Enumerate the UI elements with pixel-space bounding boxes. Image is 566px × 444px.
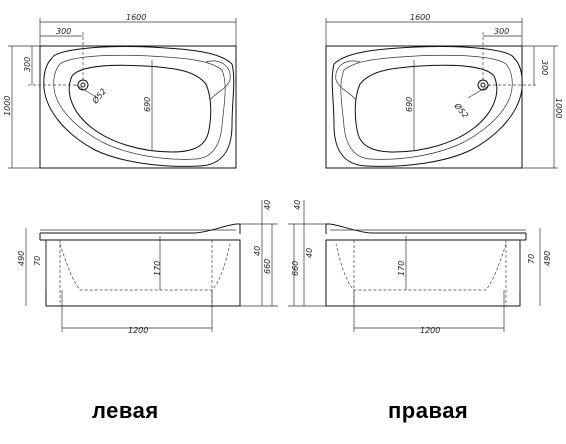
left-side-40-dim: 40: [253, 246, 262, 256]
right-side-170-dim: 170: [397, 261, 406, 276]
right-width-dim: 1600: [410, 13, 430, 22]
right-top-view: 1600 300 300 1000 690 Ø52: [325, 13, 563, 169]
left-bowl-outer: [43, 46, 235, 167]
left-side-top-dim: 40: [263, 200, 272, 210]
right-side-top-dim: 40: [293, 200, 302, 210]
right-side-490-dim: 490: [543, 251, 552, 266]
right-inner-dim: 690: [405, 97, 414, 112]
left-drain-dim: Ø52: [89, 86, 108, 106]
right-side-offset-dim: 300: [540, 60, 549, 75]
left-side-170-dim: 170: [153, 261, 162, 276]
caption-right: правая: [388, 398, 469, 423]
right-side-70-dim: 70: [527, 254, 536, 264]
left-inner-dim: 690: [143, 97, 152, 112]
left-top-view: 1600 300 300 1000 690 Ø52: [3, 13, 237, 169]
right-side-660-dim: 660: [291, 261, 300, 276]
right-basin: [354, 64, 498, 153]
right-offset-dim: 300: [494, 27, 509, 36]
left-drain: [77, 79, 89, 91]
right-side-bottom-dim: 1200: [420, 326, 440, 335]
left-offset-dim: 300: [56, 27, 71, 36]
left-depth-dim: 1000: [3, 96, 12, 116]
right-bowl-outer: [331, 46, 523, 167]
left-side-490-dim: 490: [17, 251, 26, 266]
left-side-offset-dim: 300: [23, 57, 32, 72]
caption-left: левая: [92, 398, 159, 423]
left-side-bottom-dim: 1200: [128, 326, 148, 335]
right-drain-dim: Ø52: [452, 100, 471, 120]
left-side-660-dim: 660: [263, 259, 272, 274]
right-side-view: 40 490 70 170 40 660 1200: [288, 200, 552, 335]
left-width-dim: 1600: [126, 13, 146, 22]
right-drain: [477, 79, 489, 91]
left-side-70-dim: 70: [33, 256, 42, 266]
right-side-40-dim: 40: [305, 248, 314, 258]
left-side-view: 40 490 70 170 40 660 1200: [17, 200, 278, 335]
left-basin: [68, 64, 212, 153]
right-depth-dim: 1000: [554, 98, 563, 118]
